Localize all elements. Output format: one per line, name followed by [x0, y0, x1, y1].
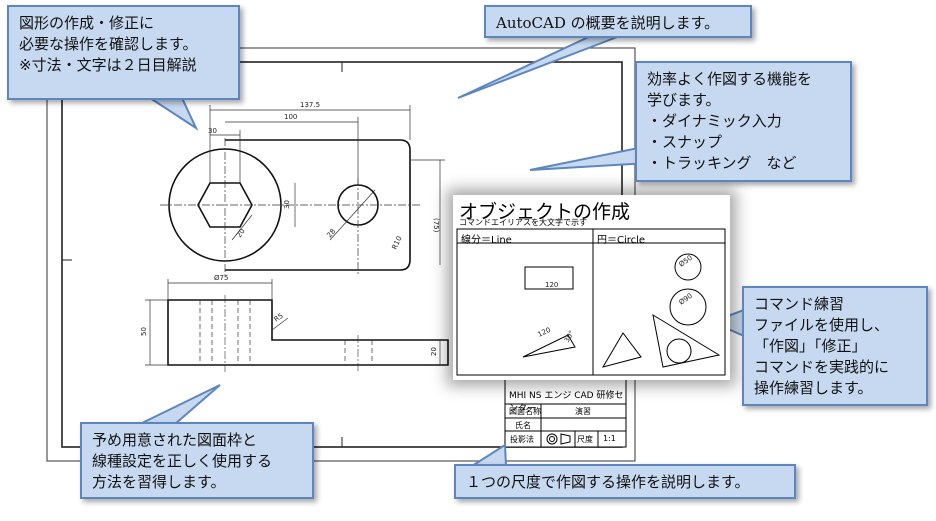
dim-100: 100: [284, 113, 297, 121]
title-block-projection-label: 投影法: [510, 435, 534, 444]
callout-efficient-functions: 効率よく作図する機能を 学びます。 ・ダイナミック入力 ・スナップ ・トラッキン…: [635, 61, 852, 182]
dim-50: 50: [140, 327, 148, 336]
panel-table: 120 120 30° Ø50 Ø90: [456, 228, 726, 376]
panel-dim-large-circle: Ø90: [678, 292, 694, 307]
title-block-name-label: 図面名称: [509, 407, 541, 416]
dim-75-dia: Ø75: [214, 274, 228, 282]
dim-r10: R10: [391, 235, 404, 251]
command-practice-panel: オブジェクトの作成 コマンドエイリアスを大文字で示す 120 120 30° Ø…: [453, 195, 730, 380]
panel-header-circle: 円＝Circle: [597, 235, 646, 246]
line-incline-example: [522, 334, 576, 358]
panel-subtitle: コマンドエイリアスを大文字で示す: [459, 218, 587, 227]
line-rect-example: [524, 266, 574, 290]
dim-20: 20: [235, 227, 247, 239]
title-block-scale-label: 尺度: [577, 435, 593, 444]
panel-dim-angle: 30°: [563, 329, 576, 344]
dim-137: 137.5: [300, 101, 320, 109]
top-dimension-lines: [209, 105, 445, 265]
dim-75: (75): [432, 218, 440, 233]
circle-large-example: [669, 288, 707, 326]
panel-title: オブジェクトの作成: [459, 201, 631, 223]
panel-header-line: 線分＝Line: [461, 235, 512, 246]
callout-drawing-frame: 予め用意された図面枠と 線種設定を正しく使用する 方法を習得します。: [80, 422, 314, 499]
front-view: [167, 299, 449, 366]
dim-30b: 30: [283, 200, 291, 209]
callout-scale-drawing: １つの尺度で作図する操作を説明します。: [454, 464, 796, 499]
callout-command-practice: コマンド練習 ファイルを使用し、 「作図」「修正」 コマンドを実践的に 操作練習…: [742, 286, 928, 406]
panel-dim-small-circle: Ø50: [678, 254, 694, 269]
panel-dim-rect: 120: [545, 281, 558, 289]
dim-r5: R5: [273, 312, 285, 324]
front-dimension-lines: [145, 279, 441, 366]
dim-28: 28: [325, 227, 337, 239]
callout-shape-edit: 図形の作成・修正に 必要な操作を確認します。 ※寸法・文字は２日目解説: [7, 5, 240, 100]
top-view-centerlines: [160, 138, 420, 275]
dim-20b: 20: [430, 347, 438, 356]
title-block-person-label: 氏名: [515, 421, 531, 430]
circle-small-example: [674, 253, 702, 281]
dim-30a: 30: [208, 127, 217, 135]
title-block-scale-value: 1:1: [603, 434, 616, 443]
front-hidden-lines: [199, 300, 373, 365]
title-block-name-value: 演習: [575, 407, 591, 416]
projection-symbol-icon: [546, 433, 571, 445]
panel-dim-incline: 120: [536, 326, 552, 339]
title-block-company: MHI NS エンジ CAD 研修センター: [509, 391, 624, 414]
callout-autocad-overview: AutoCAD の概要を説明します。: [484, 5, 752, 38]
